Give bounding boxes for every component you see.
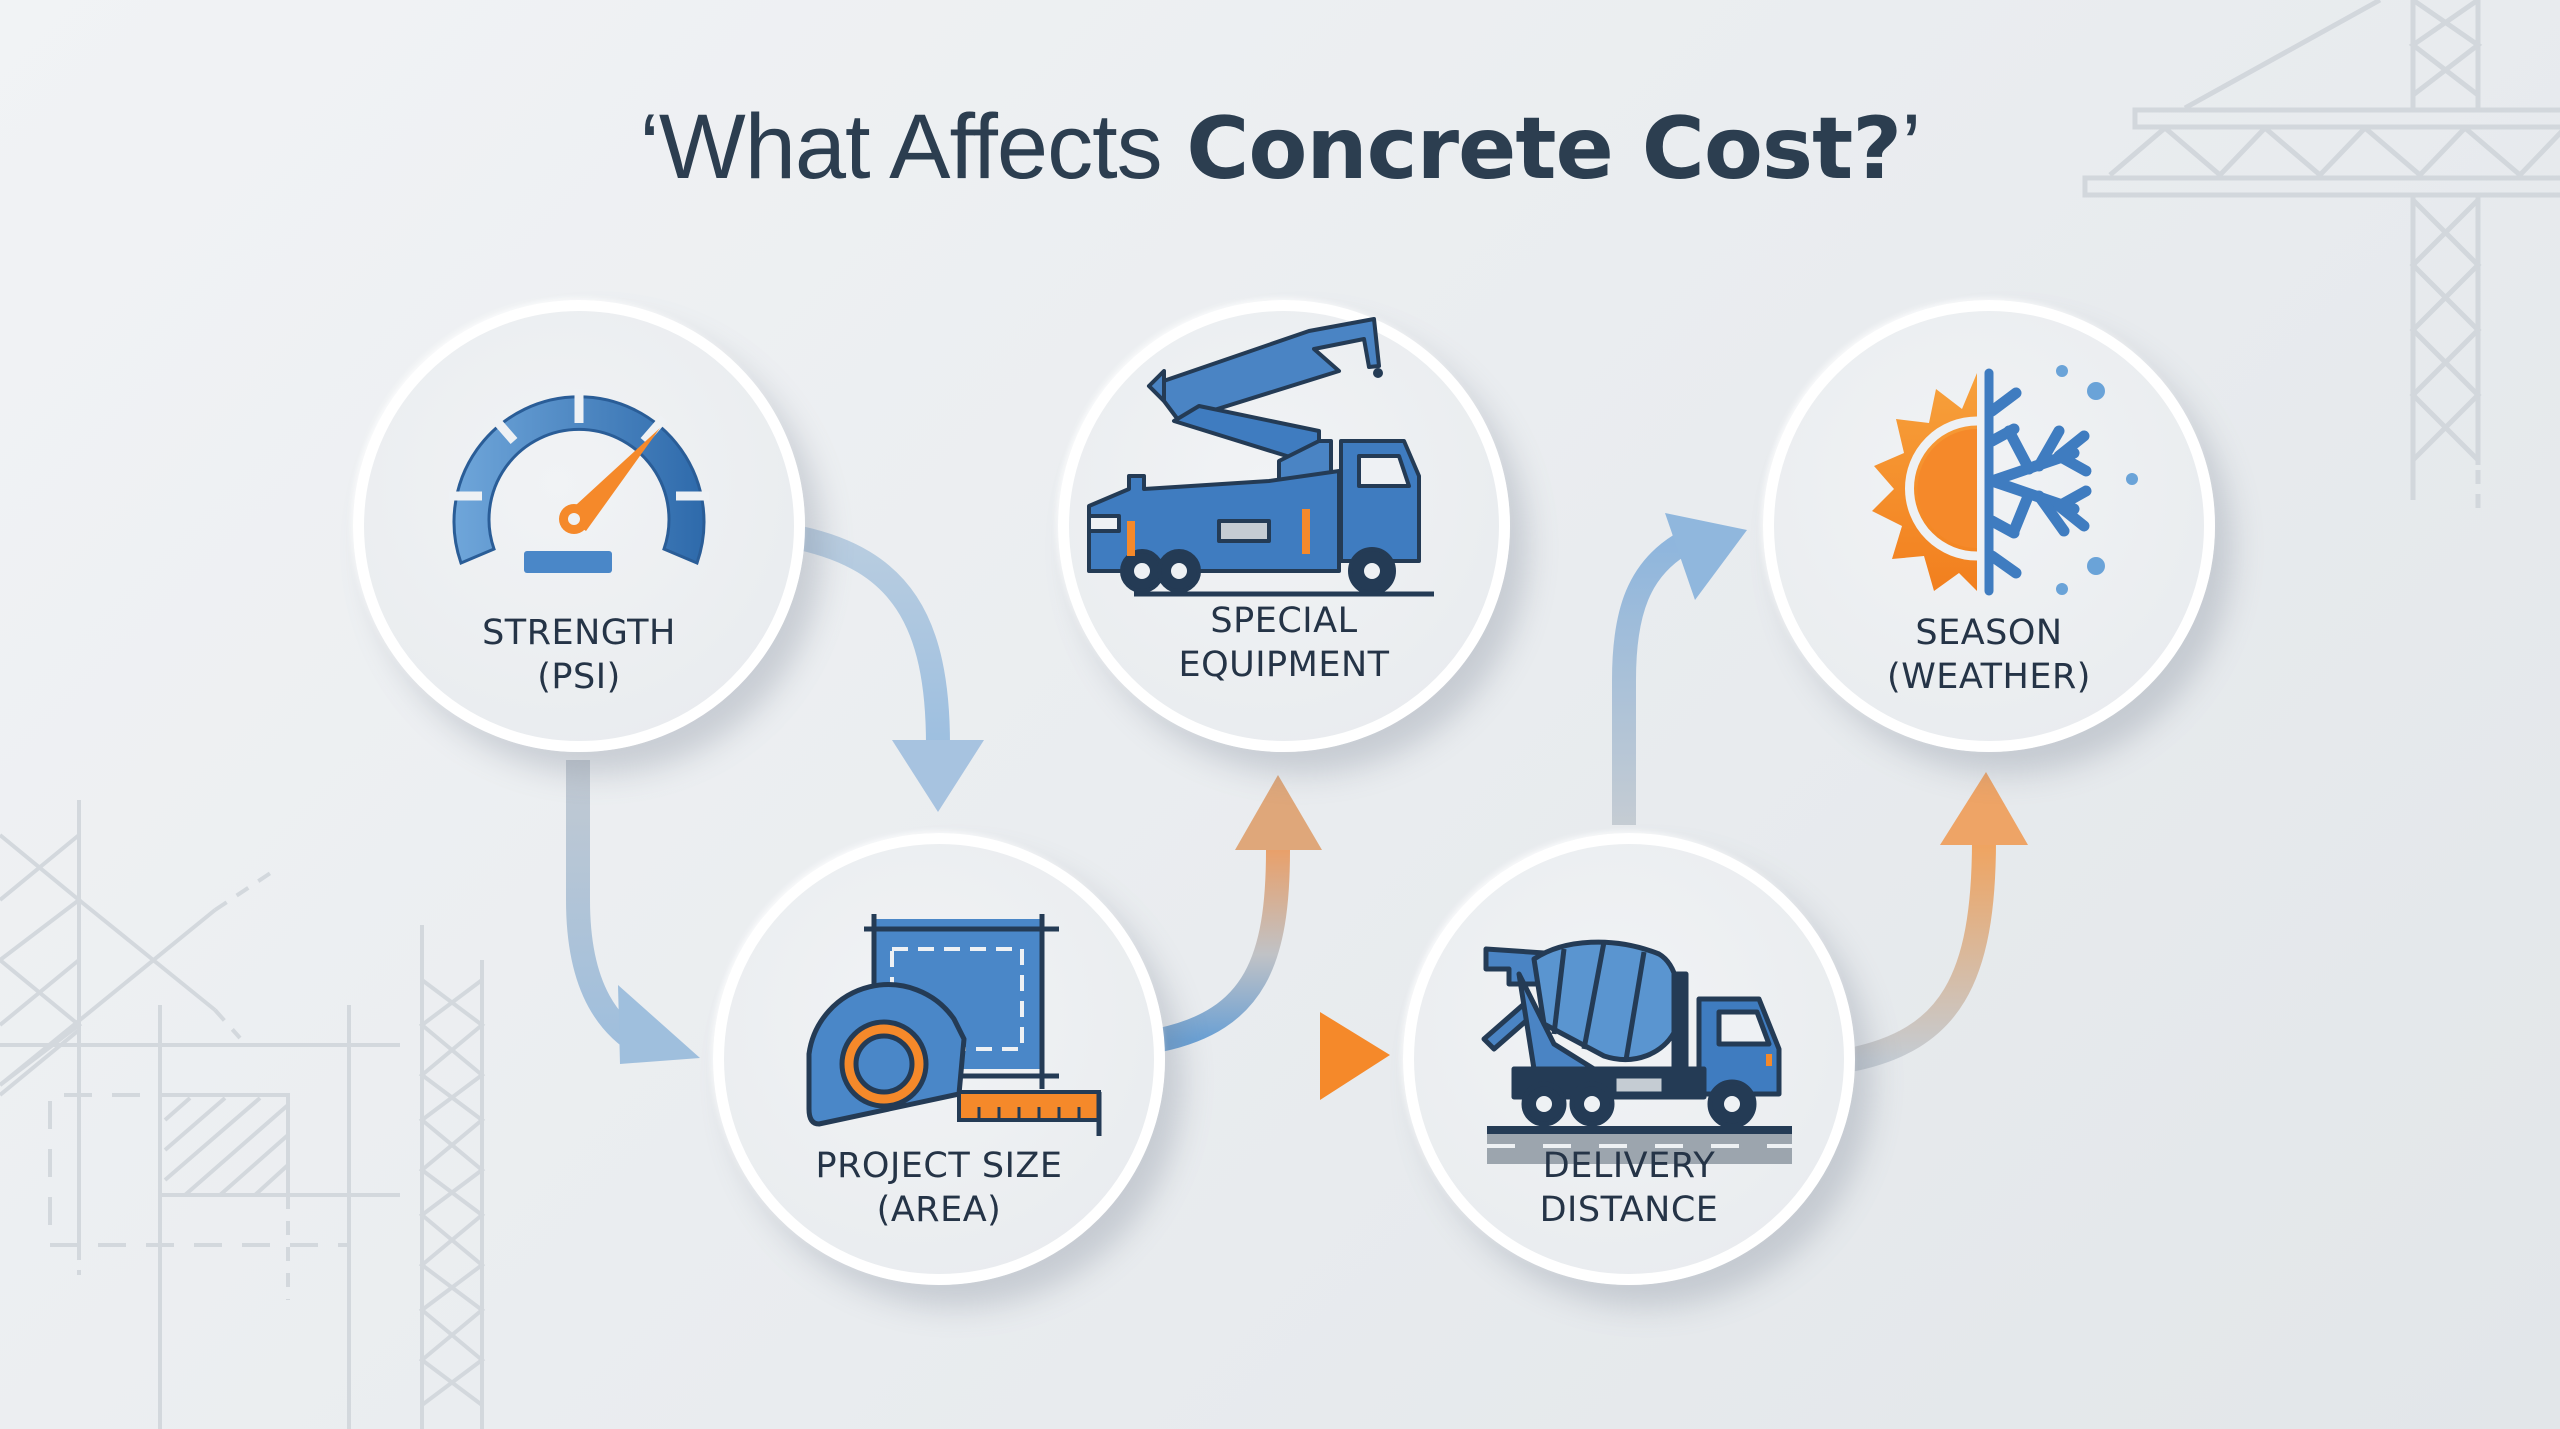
node-strength: STRENGTH (PSI) <box>353 300 805 752</box>
node-label: SEASON (WEATHER) <box>1774 611 2204 699</box>
title-light-text: What Affects <box>658 96 1187 198</box>
crane-outline-icon <box>2082 0 2560 515</box>
concrete-mixer-truck-icon <box>1481 939 1792 1164</box>
blueprint-sketch-icon <box>0 800 486 1429</box>
node-label-line2: DISTANCE <box>1539 1190 1719 1230</box>
node-special-equipment: SPECIAL EQUIPMENT <box>1058 300 1510 752</box>
node-label: DELIVERY DISTANCE <box>1414 1144 1844 1232</box>
node-label-line2: EQUIPMENT <box>1178 645 1390 685</box>
node-label-line1: PROJECT SIZE <box>815 1146 1063 1186</box>
node-label-line2: (AREA) <box>876 1190 1002 1230</box>
node-label-line2: (WEATHER) <box>1887 657 2091 697</box>
node-label: SPECIAL EQUIPMENT <box>1069 599 1499 687</box>
node-project-size: PROJECT SIZE (AREA) <box>713 833 1165 1285</box>
tape-measure-area-icon <box>806 914 1102 1136</box>
node-label-line1: DELIVERY <box>1542 1146 1716 1186</box>
boom-pump-truck-icon <box>1087 317 1434 597</box>
page-title: ‘What Affects Concrete Cost?’ <box>0 95 2560 200</box>
title-open-quote: ‘ <box>639 96 659 198</box>
node-label: STRENGTH (PSI) <box>364 611 794 699</box>
sun-snowflake-icon <box>1872 365 2138 596</box>
node-label: PROJECT SIZE (AREA) <box>724 1144 1154 1232</box>
node-season: SEASON (WEATHER) <box>1763 300 2215 752</box>
node-delivery-distance: DELIVERY DISTANCE <box>1403 833 1855 1285</box>
title-close-quote: ’ <box>1901 96 1921 198</box>
node-label-line1: SEASON <box>1915 613 2063 653</box>
title-bold-text: Concrete Cost? <box>1186 99 1902 199</box>
node-label-line1: STRENGTH <box>482 613 676 653</box>
node-label-line1: SPECIAL <box>1210 601 1358 641</box>
node-label-line2: (PSI) <box>537 657 621 697</box>
speedometer-gauge-icon <box>449 389 709 573</box>
